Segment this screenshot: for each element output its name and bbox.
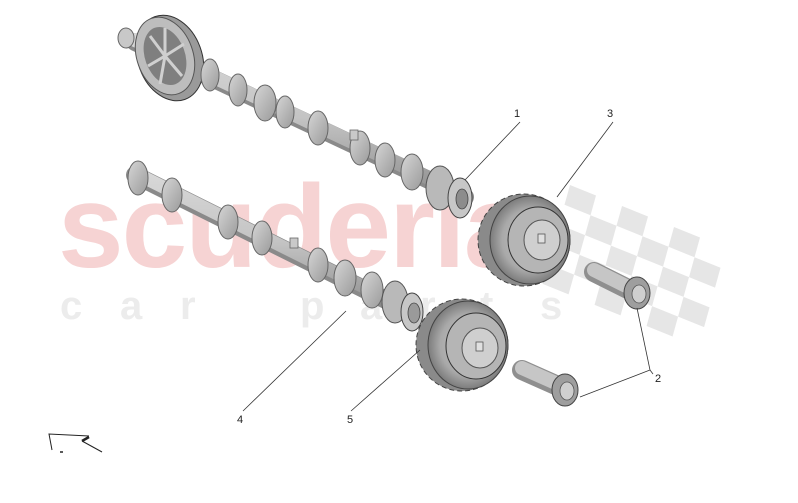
watermark-letter: p bbox=[300, 284, 325, 328]
upper-camshaft bbox=[117, 14, 474, 219]
watermark-letter: s bbox=[540, 284, 563, 328]
lower-cam-phaser bbox=[415, 298, 509, 392]
callout-4[interactable]: 4 bbox=[237, 414, 244, 426]
callout-2[interactable]: 2 bbox=[655, 373, 662, 385]
checkered-flag-watermark bbox=[542, 185, 721, 337]
callout-1[interactable]: 1 bbox=[514, 108, 521, 120]
view-direction-icon bbox=[48, 433, 103, 453]
watermark-letter: a bbox=[120, 284, 143, 328]
leader-lines bbox=[242, 121, 654, 412]
watermark-letter: c bbox=[60, 284, 83, 328]
callout-3[interactable]: 3 bbox=[607, 108, 614, 120]
watermark-letter: r bbox=[180, 284, 196, 328]
upper-cam-phaser bbox=[477, 193, 571, 287]
lower-camshaft bbox=[126, 160, 424, 332]
callout-5[interactable]: 5 bbox=[347, 414, 354, 426]
phaser-bolt-upper bbox=[584, 262, 651, 310]
phaser-bolt-lower bbox=[512, 360, 579, 407]
